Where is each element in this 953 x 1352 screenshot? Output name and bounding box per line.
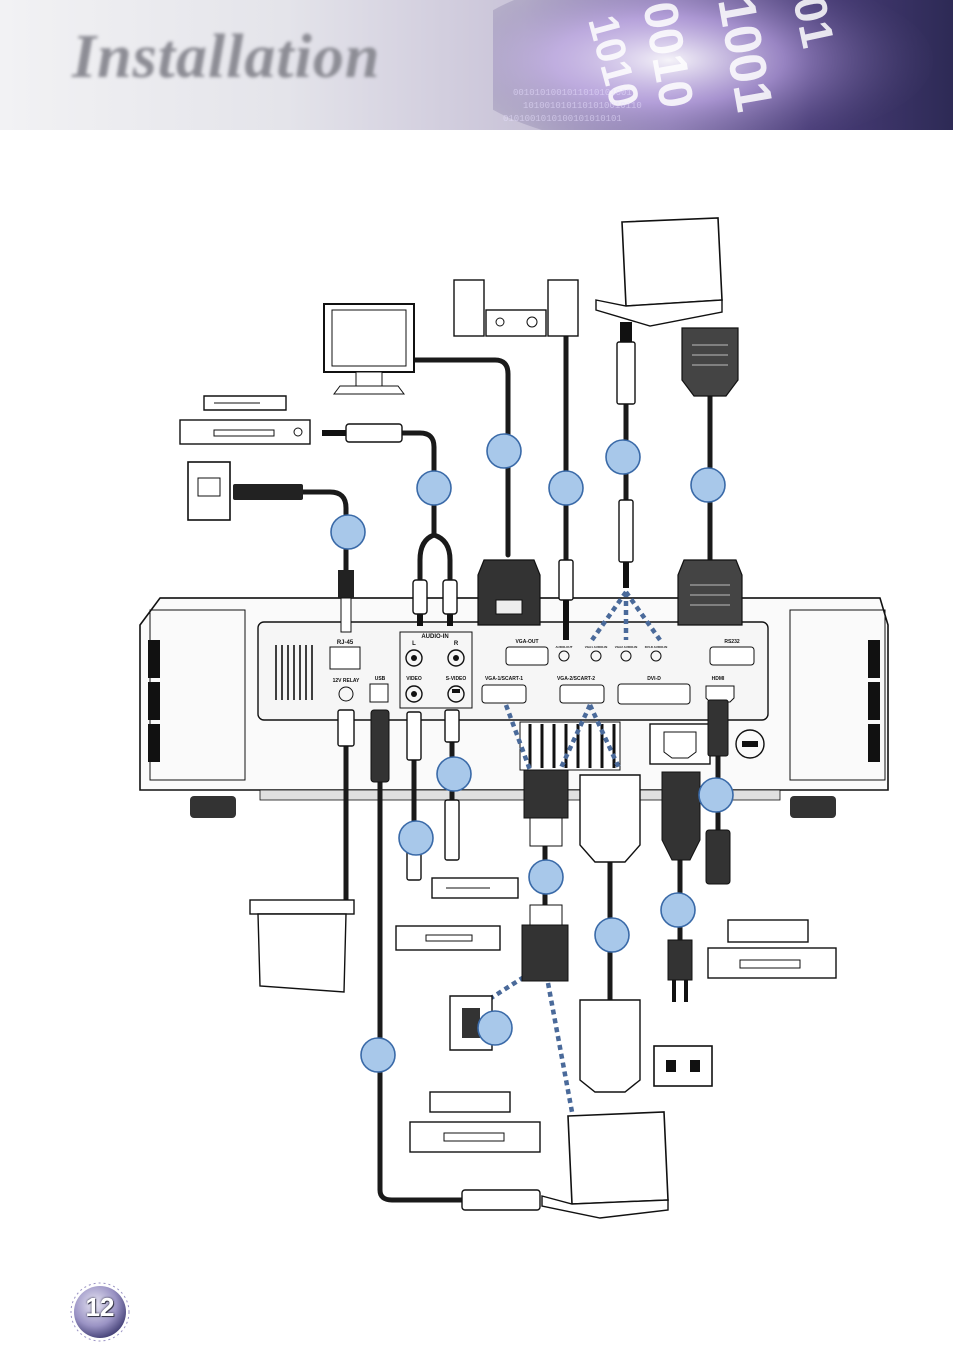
vga-out-port: [506, 647, 548, 665]
left-vents: [148, 640, 160, 762]
relay-plug: [338, 710, 354, 746]
callout-4: [549, 471, 583, 505]
label-hdmi: HDMI: [712, 676, 725, 682]
projection-screen: [250, 900, 354, 992]
speaker-grille: [276, 645, 312, 700]
usb-plug: [371, 710, 389, 782]
label-video: VIDEO: [406, 676, 422, 682]
laptop-top: [596, 218, 722, 326]
label-audio-out: AUDIO-OUT: [556, 645, 573, 649]
dvi-d-port: [618, 684, 690, 704]
label-usb: USB: [375, 676, 386, 682]
label-vga1-audio-in: VGA1 AUDIO-IN: [585, 645, 608, 649]
vcr-lower: [396, 926, 500, 950]
laptop-bottom: [542, 1112, 668, 1218]
dvd-vcr-right: [708, 920, 836, 978]
label-audio-l: L: [412, 641, 416, 647]
label-dvid-audio-in: DVI-D AUDIO-IN: [645, 645, 668, 649]
label-audio-r: R: [454, 641, 459, 647]
dvd-vcr-bottom: [410, 1092, 540, 1152]
vga2-scart-port: [560, 685, 604, 703]
callout-7: [437, 757, 471, 791]
page-number: 12: [70, 1292, 130, 1323]
lcd-monitor: [324, 304, 414, 394]
audio-system: [454, 280, 578, 336]
label-s-video: S-VIDEO: [446, 676, 467, 682]
callout-6: [691, 468, 725, 502]
audio-plug-top: [617, 322, 635, 404]
rj45-port: [330, 647, 360, 669]
vga1-scart-port: [482, 685, 526, 703]
label-rj45: RJ-45: [337, 640, 354, 646]
rs232-connector: [678, 560, 742, 625]
callout-13: [478, 1011, 512, 1045]
network-wall-jack: [188, 462, 303, 520]
right-vents: [868, 640, 880, 762]
callout-14: [361, 1038, 395, 1072]
label-vga-out: VGA-OUT: [515, 639, 538, 645]
callout-11: [661, 893, 695, 927]
label-vga2-audio-in: VGA2 AUDIO-IN: [615, 645, 638, 649]
rs232-connector-top: [682, 328, 738, 396]
callout-5: [606, 440, 640, 474]
callout-10: [595, 918, 629, 952]
callout-12: [699, 778, 733, 812]
label-dvi-d: DVI-D: [647, 676, 661, 682]
projector: [140, 598, 888, 818]
vga-out-connector: [478, 560, 540, 625]
dvd-player: [204, 396, 286, 410]
label-vga1-scart: VGA-1/SCART-1: [485, 676, 523, 682]
usb-plug-bottom: [462, 1190, 540, 1210]
callout-1: [331, 515, 365, 549]
callout-8: [399, 821, 433, 855]
audio-in-plug: [619, 500, 633, 588]
callout-3: [487, 434, 521, 468]
rca-video-plug: [322, 424, 402, 442]
dvd-player-lower: [432, 878, 518, 898]
wall-outlet: [654, 1046, 712, 1086]
rs232-port: [710, 647, 754, 665]
vcr: [180, 420, 310, 444]
label-rs232: RS232: [724, 639, 740, 645]
callout-2: [417, 471, 451, 505]
label-relay: 12V RELAY: [333, 678, 360, 684]
label-vga2-scart: VGA-2/SCART-2: [557, 676, 595, 682]
label-audio-in: AUDIO-IN: [421, 634, 448, 640]
usb-port: [370, 684, 388, 702]
callout-9: [529, 860, 563, 894]
